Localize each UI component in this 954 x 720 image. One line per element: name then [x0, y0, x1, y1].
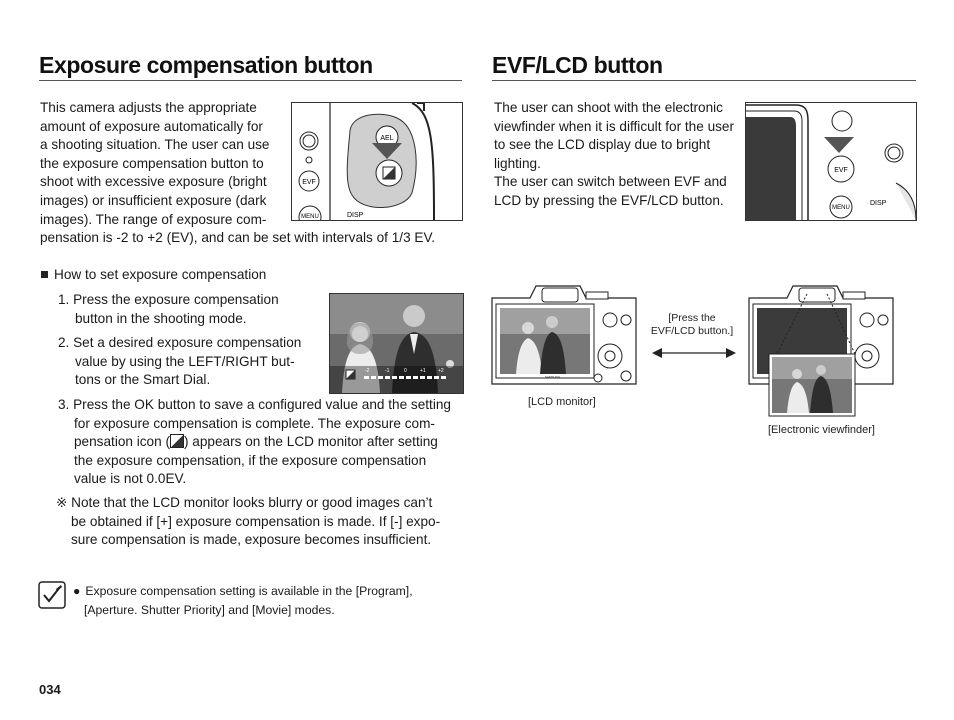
left-title-rule [39, 80, 462, 81]
step-line: 1. Press the exposure compensation [58, 292, 279, 307]
intro-line: to see the LCD display due to bright [494, 137, 711, 153]
intro-line: the exposure compensation button to [40, 155, 264, 171]
svg-text:SAMSUNG: SAMSUNG [545, 375, 561, 379]
step-1: 1. Press the exposure compensation butto… [58, 291, 318, 328]
ael-button-label: AEL [380, 135, 393, 142]
intro-line: a shooting situation. The user can use [40, 137, 270, 153]
step-line: button in the shooting mode. [75, 310, 247, 326]
ev-scale-label: +1 [420, 368, 426, 374]
press-label-line: EVF/LCD button.] [650, 325, 734, 337]
note-block: ※ Note that the LCD monitor looks blurry… [56, 494, 476, 550]
tip-block: ● Exposure compensation setting is availa… [73, 582, 453, 620]
step-line: 3. Press the OK button to save a configu… [58, 397, 451, 412]
step-line: value is not 0.0EV. [74, 471, 187, 487]
step-line: pensation icon ( ) appears on the LCD mon… [58, 433, 478, 452]
menu-button-label: MENU [301, 214, 319, 220]
note-line: be obtained if [+] exposure compensation… [71, 513, 441, 529]
tip-line: [Aperture. Shutter Priority] and [Movie]… [84, 603, 335, 617]
intro-line: shoot with excessive exposure (bright [40, 174, 267, 190]
intro-line: images) or insufficient exposure (dark [40, 192, 267, 208]
lcd-monitor-caption: [LCD monitor] [528, 396, 596, 408]
left-intro: This camera adjusts the appropriate amou… [40, 99, 470, 248]
step-2: 2. Set a desired exposure compensation v… [58, 334, 320, 390]
howto-heading: How to set exposure compensation [41, 266, 266, 285]
menu-button-label: MENU [832, 205, 850, 211]
step-line: for exposure compensation is complete. T… [74, 415, 435, 431]
intro-line: lighting. [494, 155, 541, 171]
exposure-button-camera-figure: EVF AEL MENU DISP [291, 102, 463, 221]
step-text: pensation icon ( [74, 434, 170, 450]
wedding-photo-lcd-figure: -2 -1 0 +1 +2 [329, 293, 464, 394]
tip-text: Exposure compensation setting is availab… [85, 584, 413, 598]
ev-scale-label: 0 [404, 368, 407, 374]
right-section-title: EVF/LCD button [492, 52, 663, 78]
ev-scale-label: -2 [365, 368, 370, 374]
tip-line: ● Exposure compensation setting is availa… [73, 582, 453, 601]
press-evf-lcd-label: [Press the EVF/LCD button.] [647, 312, 737, 338]
double-arrow-icon [652, 346, 736, 360]
intro-line: images). The range of exposure com- [40, 211, 267, 227]
evf-button-camera-figure: EVF MENU DISP [745, 102, 917, 221]
evf-button-label: EVF [834, 167, 848, 174]
electronic-viewfinder-caption: [Electronic viewfinder] [768, 424, 875, 436]
intro-line: The user can switch between EVF and [494, 174, 727, 190]
intro-line: This camera adjusts the appropriate [40, 100, 257, 115]
ev-scale-label: -1 [385, 368, 390, 374]
left-section-title: Exposure compensation button [39, 52, 373, 78]
evf-button-label: EVF [302, 179, 316, 186]
howto-heading-text: How to set exposure compensation [54, 267, 267, 282]
intro-line: amount of exposure automatically for [40, 118, 263, 134]
step-line: the exposure compensation, if the exposu… [74, 452, 427, 468]
right-intro: The user can shoot with the electronic v… [494, 99, 744, 211]
step-line: tons or the Smart Dial. [75, 372, 211, 388]
step-text: ) appears on the LCD monitor after setti… [183, 434, 438, 450]
ev-scale-label: +2 [438, 368, 444, 374]
step-line: 2. Set a desired exposure compensation [58, 335, 302, 350]
right-title-rule [492, 80, 916, 81]
square-bullet-icon [41, 271, 48, 278]
step-3: 3. Press the OK button to save a configu… [58, 396, 478, 489]
intro-line: LCD by pressing the EVF/LCD button. [494, 192, 724, 208]
electronic-viewfinder-camera-illustration [747, 280, 895, 420]
note-line: sure compensation is made, exposure beco… [71, 532, 432, 548]
note-line: ※ Note that the LCD monitor looks blurry… [56, 495, 433, 510]
page-number: 034 [39, 682, 61, 697]
press-label-line: [Press the [668, 312, 716, 324]
intro-line: The user can shoot with the electronic [494, 100, 723, 115]
bullet-dot-icon: ● [73, 584, 81, 598]
note-pencil-icon [38, 581, 66, 609]
disp-button-label: DISP [347, 212, 364, 219]
lcd-monitor-camera-illustration: SAMSUNG [490, 280, 638, 386]
exposure-compensation-icon [169, 434, 184, 449]
disp-button-label: DISP [870, 200, 887, 207]
intro-line: viewfinder when it is difficult for the … [494, 118, 735, 134]
intro-line: pensation is -2 to +2 (EV), and can be s… [40, 230, 436, 246]
step-line: value by using the LEFT/RIGHT but- [75, 353, 295, 369]
